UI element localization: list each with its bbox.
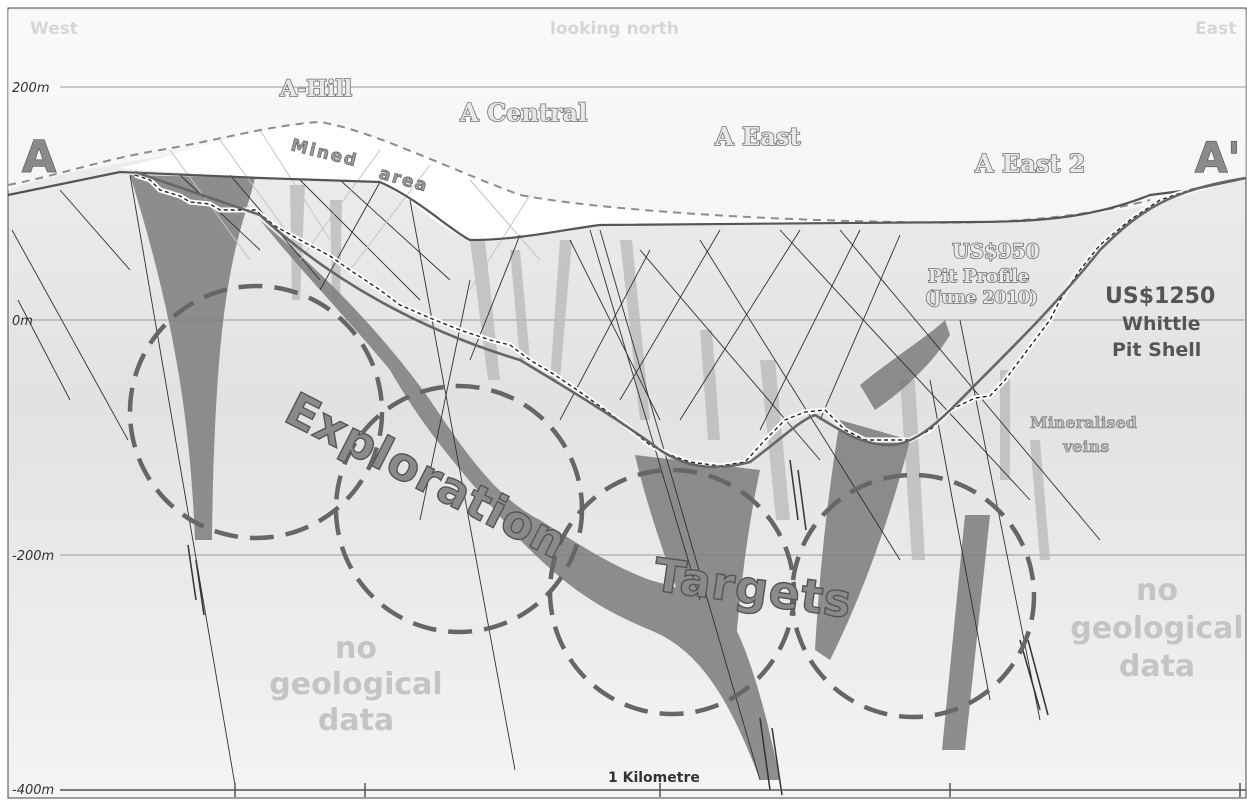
drill-hole-traces xyxy=(11,174,1101,786)
zone-a-central: A Central xyxy=(459,98,587,127)
header-east: East xyxy=(1195,19,1236,39)
sky-area xyxy=(8,10,1246,223)
pit-profile-950 xyxy=(134,174,1191,467)
no-data-left-line3: data xyxy=(318,703,394,738)
pit-profile-price: US$950 xyxy=(952,239,1040,263)
no-data-left-line1: no xyxy=(335,631,377,666)
vein xyxy=(1000,370,1010,480)
vein xyxy=(760,360,790,520)
pit-profile-date: (June 2010) xyxy=(925,288,1038,308)
vein xyxy=(470,240,500,380)
vein xyxy=(900,380,925,560)
ore-body-west xyxy=(130,175,255,540)
scale-bar xyxy=(60,783,1246,797)
target-circle-4 xyxy=(789,472,1037,720)
header-center: looking north xyxy=(550,19,679,39)
no-data-right-line2: geological xyxy=(1070,611,1243,646)
elevation-minus400m: -400m xyxy=(12,783,54,798)
whittle-pit-shell xyxy=(134,170,1247,469)
current-surface xyxy=(7,170,1247,242)
no-data-right-line1: no xyxy=(1136,573,1178,608)
zone-a-hill: A-Hill xyxy=(279,76,352,102)
exploration-target-circles xyxy=(127,283,1037,720)
zone-a-east: A East xyxy=(714,122,800,151)
veins-label-line2: veins xyxy=(1062,437,1109,456)
header-west: West xyxy=(30,19,78,39)
vein xyxy=(700,330,720,440)
vein xyxy=(330,200,342,300)
veins-label-line1: Mineralised xyxy=(1030,413,1137,432)
scale-label: 1 Kilometre xyxy=(608,770,700,786)
elevation-minus200m: -200m xyxy=(12,549,54,564)
ore-body-far-east xyxy=(942,515,990,750)
mineralised-veins xyxy=(290,185,1050,560)
no-data-left: no geological data xyxy=(269,631,442,738)
section-start-label: A xyxy=(22,132,56,183)
whittle-title: Whittle xyxy=(1122,313,1201,335)
no-data-right: no geological data xyxy=(1070,573,1243,684)
ore-body-central xyxy=(260,220,780,780)
vein xyxy=(550,240,572,380)
elevation-200m: 200m xyxy=(12,81,49,96)
target-circle-1 xyxy=(127,283,385,541)
whittle-price: US$1250 xyxy=(1105,284,1215,309)
vein xyxy=(510,250,530,360)
elevation-0m: 0m xyxy=(12,314,33,329)
ore-body-targets xyxy=(635,455,760,650)
mined-area-shape xyxy=(120,122,975,240)
vein xyxy=(290,185,305,300)
pit-profile-title: Pit Profile xyxy=(928,266,1029,287)
fault-indicators xyxy=(187,459,1049,796)
target-circle-3 xyxy=(547,467,797,717)
vein xyxy=(1030,440,1050,560)
zone-a-east-2: A East 2 xyxy=(974,149,1085,178)
no-data-right-line3: data xyxy=(1119,649,1195,684)
section-end-label: A' xyxy=(1195,133,1240,182)
no-data-left-line2: geological xyxy=(269,667,442,702)
whittle-subtitle: Pit Shell xyxy=(1112,339,1201,361)
